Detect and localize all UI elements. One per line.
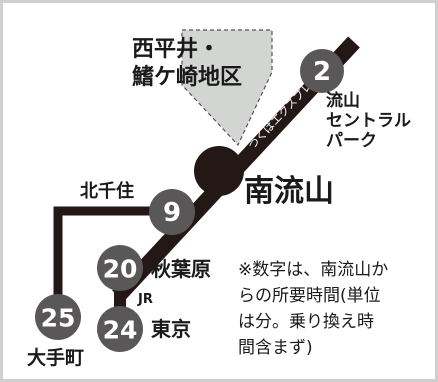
- hub-station-marker: [194, 146, 244, 196]
- station-badge-central-park: [300, 49, 344, 93]
- station-name-central-park-2: セントラル: [326, 111, 411, 131]
- note-line-4: 間含まず): [238, 338, 313, 358]
- station-name-kita-senju: 北千住: [80, 180, 134, 202]
- station-badge-tokyo: [97, 306, 143, 352]
- area-label-line2: 鰭ケ崎地区: [132, 64, 242, 90]
- station-badge-akihabara: [97, 245, 143, 291]
- station-badge-kita-senju: [149, 189, 195, 235]
- station-badge-otemachi: [35, 294, 81, 340]
- minutes-otemachi: 25: [41, 304, 76, 333]
- minutes-kita-senju: 9: [163, 198, 181, 228]
- station-name-otemachi: 大手町: [27, 346, 84, 369]
- note-line-1: ※数字は、南流山か: [238, 260, 388, 280]
- station-name-central-park-1: 流山: [326, 90, 360, 111]
- note-line-3: は分。乗り換え時: [238, 312, 374, 332]
- minutes-tokyo: 24: [103, 316, 138, 345]
- station-name-akihabara: 秋葉原: [151, 257, 211, 281]
- shaded-area: [181, 29, 273, 147]
- hub-station-name: 南流山: [244, 174, 334, 209]
- branch-line-otemachi: [53, 206, 165, 312]
- area-label-line1: 西平井・: [132, 37, 220, 62]
- station-name-tokyo: 東京: [151, 317, 191, 341]
- jr-label: JR: [137, 292, 153, 307]
- minutes-central-park: 2: [313, 57, 331, 87]
- note-line-2: らの所要時間(単位: [238, 286, 381, 306]
- station-name-central-park-3: パーク: [326, 131, 377, 151]
- minutes-akihabara: 20: [103, 255, 138, 284]
